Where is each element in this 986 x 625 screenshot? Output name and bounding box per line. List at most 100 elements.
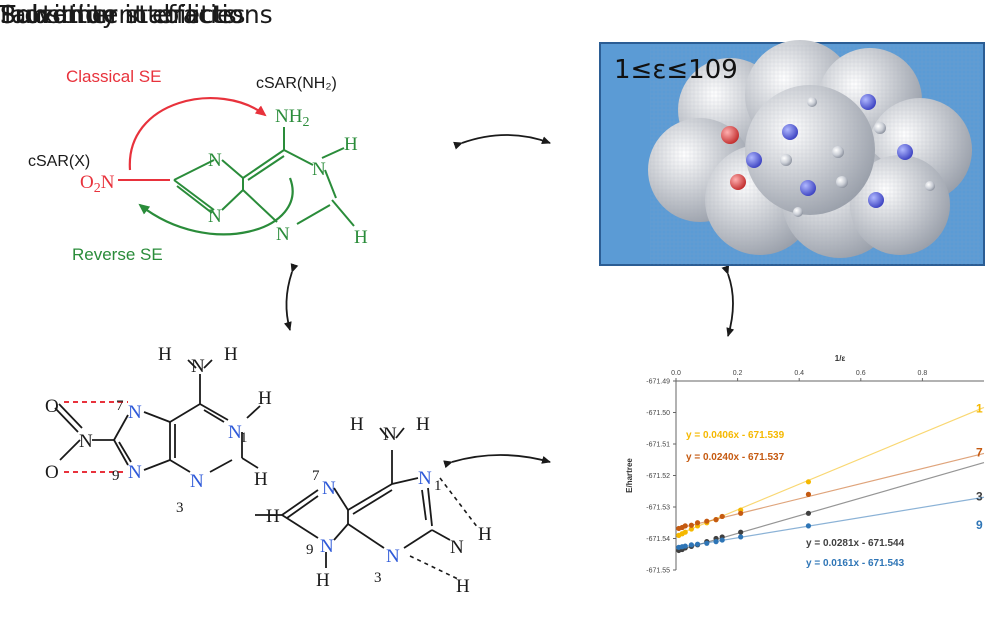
atom-n1-se: N: [312, 159, 326, 180]
title-tautomer-stabilities: Tautomer stabilities: [0, 0, 246, 29]
atom-n-nitro: N: [79, 431, 93, 452]
title-proximity-interactions: Proximity interactions: [0, 0, 273, 29]
csar-nh2-label: cSAR(NH₂): [256, 75, 337, 92]
atom-nh2-n-p2: N: [450, 537, 464, 558]
trendline-3: [675, 462, 985, 552]
locant-9-p2: 9: [306, 542, 314, 558]
series-label-1: 1: [976, 402, 983, 416]
classical-se-arrow: [128, 97, 267, 171]
atom-o2n-se: O2N: [80, 172, 115, 196]
data-point-9: [738, 534, 744, 540]
atom-h2-se: H: [354, 227, 368, 248]
series-label-3: 3: [976, 490, 983, 504]
atom-h-n6-left-p2: H: [350, 414, 364, 435]
trendline-equation-3: y = 0.0281x - 671.544: [806, 538, 905, 549]
atom-n3-se: N: [276, 224, 290, 245]
trendline-equation-9: y = 0.0161x - 671.543: [806, 558, 905, 569]
embedded-atoms: [721, 94, 935, 217]
arrow-solvation-tautomer: [721, 265, 735, 337]
series-label-7: 7: [976, 446, 983, 460]
reverse-se-arrow: [138, 177, 294, 236]
atom-n7-p2: N: [322, 478, 336, 499]
atom-h-n1: H: [258, 388, 272, 409]
x-tick-label: 0.4: [794, 370, 804, 377]
proximity-molecule-1: O O N H N H H H N N N N 7 9 3 1: [45, 344, 272, 516]
se-molecule: N N N N H H NH2 O2N Classical SE Reverse…: [28, 67, 368, 264]
locant-7-p2: 7: [312, 468, 320, 484]
data-point-9: [805, 523, 812, 529]
locant-3-p2: 3: [374, 570, 382, 586]
title-substituent-effects: Substituent effects: [0, 0, 237, 29]
atom-n6: N: [191, 356, 205, 377]
arrow-proximity-tautomer: [443, 454, 551, 469]
data-point-3: [738, 529, 744, 535]
atom-n9-se: N: [208, 206, 222, 227]
y-tick-label: -671.53: [646, 505, 670, 512]
data-point-1: [682, 529, 688, 535]
atom-h-n6-right-p2: H: [416, 414, 430, 435]
atom-n7-se: N: [208, 150, 222, 171]
atom-nh2-se: NH2: [275, 106, 309, 130]
atom-h-n6-left: H: [158, 344, 172, 365]
data-point-1: [688, 526, 695, 532]
data-point-9: [694, 541, 701, 547]
atom-h-c2: H: [254, 469, 268, 490]
solvation-panel: 1≤ε≤109: [599, 40, 985, 266]
x-tick-label: 0.6: [856, 370, 866, 377]
atom-n3-p1: N: [190, 471, 204, 492]
locant-3-p1: 3: [176, 500, 184, 516]
y-tick-label: -671.50: [646, 410, 670, 417]
data-point-9: [682, 543, 688, 549]
y-tick-label: -671.55: [646, 568, 670, 575]
atom-o-top: O: [45, 396, 59, 417]
data-point-7: [694, 520, 701, 526]
data-point-7: [688, 522, 695, 528]
data-point-9: [713, 539, 719, 545]
y-tick-label: -671.52: [646, 473, 670, 480]
series-label-9: 9: [976, 518, 983, 532]
atom-h-bottom-p2: H: [456, 576, 470, 597]
y-tick-label: -671.51: [646, 442, 670, 449]
arrow-se-solvation: [453, 134, 551, 150]
atom-n7-p1: N: [128, 402, 142, 423]
atom-n3-p2: N: [386, 546, 400, 567]
locant-9-p1: 9: [112, 468, 120, 484]
atom-n6-p2: N: [383, 424, 397, 445]
data-point-1: [805, 479, 812, 485]
classical-se-label: Classical SE: [66, 67, 161, 86]
data-point-7: [704, 518, 710, 524]
atom-h-n9: H: [316, 570, 330, 591]
y-tick-label: -671.49: [646, 379, 670, 386]
locant-1-p1: 1: [240, 430, 248, 446]
trendline-equation-1: y = 0.0406x - 671.539: [686, 430, 785, 441]
data-point-9: [719, 537, 725, 543]
atom-n1-p2: N: [418, 468, 432, 489]
atom-n9-p1: N: [128, 462, 142, 483]
atom-n9-p2: N: [320, 536, 334, 557]
atom-h-top-p2: H: [478, 524, 492, 545]
csar-x-label: cSAR(X): [28, 153, 90, 170]
data-point-9: [688, 542, 695, 548]
arrow-se-proximity: [283, 263, 299, 331]
trendline-equation-7: y = 0.0240x - 671.537: [686, 452, 785, 463]
atom-n1-p1: N: [228, 422, 242, 443]
atom-h-c8: H: [266, 506, 280, 527]
x-tick-label: 0.8: [918, 370, 928, 377]
data-point-7: [738, 510, 744, 516]
trendline-1: [675, 406, 985, 536]
cycle-arrows: [283, 134, 735, 469]
data-point-7: [713, 517, 719, 523]
reverse-se-label: Reverse SE: [72, 245, 163, 264]
data-point-3: [805, 510, 812, 516]
trendline-7: [675, 452, 985, 530]
data-point-7: [719, 513, 725, 520]
atom-h-n6-right: H: [224, 344, 238, 365]
locant-7-p1: 7: [116, 398, 124, 414]
atom-h1-se: H: [344, 134, 358, 155]
data-point-9: [704, 540, 710, 546]
y-tick-label: -671.54: [646, 536, 670, 543]
title-solvation: Solvation: [0, 0, 117, 29]
data-point-7: [805, 491, 812, 497]
